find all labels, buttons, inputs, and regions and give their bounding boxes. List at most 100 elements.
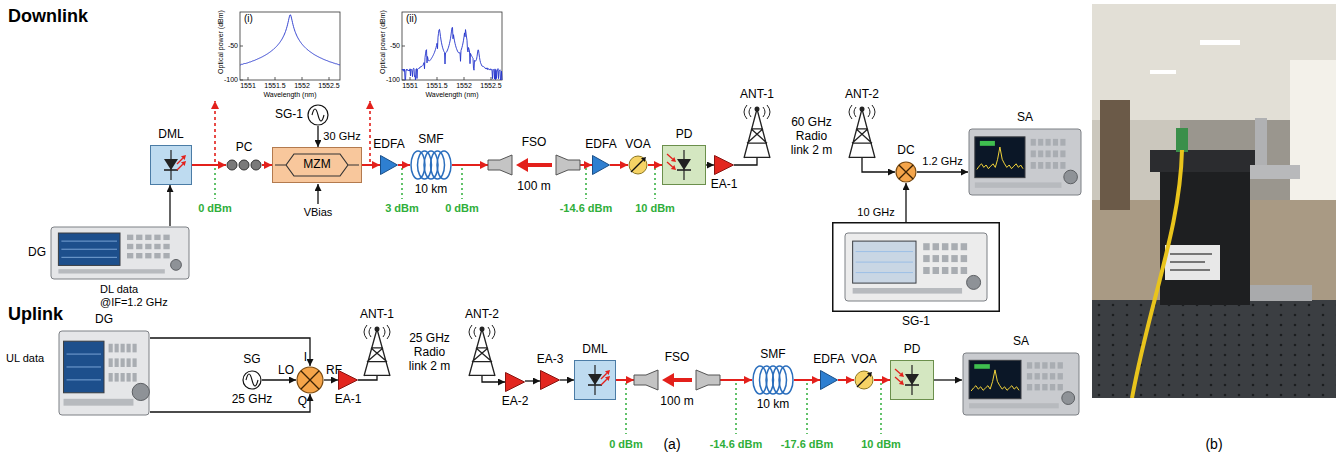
amplifier-triangle-symbol [592, 155, 610, 175]
amplifier-triangle: EA-2 [505, 372, 525, 392]
power-label: 3 dBm [385, 202, 419, 215]
laser-box-symbol [164, 159, 178, 170]
instrument-symbol [154, 244, 160, 249]
monitor-arrow [369, 101, 371, 162]
power-marker [654, 168, 656, 199]
photodiode-box-symbol [667, 162, 673, 167]
spectrum-inset [240, 15, 340, 65]
power-label: 0 dBm [445, 202, 479, 215]
lab-photo [1255, 118, 1267, 165]
amplifier-triangle-symbol [820, 370, 838, 390]
amplifier-triangle: EDFA [592, 155, 610, 175]
instrument-symbol [163, 235, 169, 240]
tick-label: -50 [390, 42, 400, 50]
instrument-symbol [61, 249, 117, 250]
component-label: SA [1013, 335, 1029, 349]
amplifier-triangle-symbol [505, 372, 525, 392]
instrument-symbol [969, 129, 1081, 195]
fiber-link [720, 379, 752, 381]
spectrum-inset [402, 12, 502, 80]
instrument-symbol [1038, 162, 1043, 169]
antenna-tower-symbol [849, 109, 875, 158]
fiber-coil: SMF10 km [752, 365, 794, 395]
laser-box-symbol [588, 374, 602, 385]
electrical-link [169, 185, 170, 226]
instrument-symbol [61, 241, 117, 242]
signal-generator: SG25 GHz [242, 370, 262, 390]
instrument-frame-symbol [833, 223, 1000, 312]
amplifier-triangle-symbol [540, 370, 560, 390]
antenna-tower: ANT-2 [845, 105, 879, 158]
tick-label: 1551 [240, 82, 256, 90]
instrument-symbol [1053, 162, 1058, 169]
polarization-controller-symbol [251, 160, 261, 170]
signal-generator: SG-1 [307, 104, 329, 126]
power-marker [806, 383, 808, 434]
fiber-link [648, 164, 662, 166]
iq-mixer-symbol [296, 366, 324, 394]
lab-photo [1176, 128, 1188, 152]
instrument-symbol [171, 259, 182, 270]
fso-link-symbol [672, 378, 692, 382]
mixer: DC [895, 161, 917, 183]
instrument-symbol [1031, 150, 1036, 157]
instrument: SA [968, 128, 1082, 196]
fiber-link [874, 379, 890, 381]
modulator-box-symbol [273, 148, 362, 183]
fso-link-symbol [556, 155, 580, 175]
instrument-symbol [1035, 373, 1040, 379]
lab-photo [1150, 70, 1176, 74]
antenna-tower: ANT-2 [465, 325, 499, 376]
instrument-symbol [145, 235, 151, 240]
instrument-symbol [127, 373, 131, 382]
instrument-symbol [163, 253, 169, 258]
component-label: EA-1 [711, 178, 738, 192]
electrical-link [862, 158, 895, 172]
laser-box-symbol [605, 376, 610, 381]
tick-label: 1551 [402, 82, 418, 90]
laser-box: DML [150, 145, 192, 185]
photodiode-box-symbol [899, 372, 904, 377]
photodiode-box: PD [890, 360, 934, 400]
instrument-symbol [154, 253, 160, 258]
instrument-symbol [163, 244, 169, 249]
laser-box-symbol [151, 146, 192, 185]
fso-link-symbol [696, 370, 720, 390]
attenuator: VOA [854, 370, 874, 390]
lab-photo [1092, 4, 1336, 398]
amplifier-triangle-symbol [821, 371, 838, 390]
fiber-coil-symbol [779, 366, 793, 394]
laser-box-symbol [575, 361, 616, 400]
antenna-tower-symbol [744, 109, 770, 158]
monitor-arrow [214, 101, 216, 162]
lab-photo [1250, 165, 1300, 179]
electrical-link [150, 338, 310, 366]
instrument-symbol [136, 244, 142, 249]
fiber-coil: SMF10 km [410, 150, 452, 180]
component-label: Q [298, 395, 307, 409]
component-label: MZM [303, 158, 330, 172]
antenna-tower: ANT-1 [740, 105, 774, 158]
instrument-symbol [1050, 373, 1055, 379]
instrument-symbol [121, 373, 125, 382]
photodiode-box-symbol [671, 165, 676, 170]
instrument-symbol [1058, 373, 1063, 379]
component-label: PC [236, 141, 253, 155]
tick-label: 1551.5 [264, 82, 285, 90]
instrument-symbol [154, 235, 160, 240]
instrument-frame-symbol [933, 243, 939, 250]
link-label: 25 GHz Radio link 2 m [408, 332, 451, 373]
component-label: SMF [760, 348, 785, 362]
instrument: DG [50, 226, 190, 280]
tick-label: 1551.5 [426, 82, 447, 90]
spectrum-inset [240, 12, 340, 80]
signal-generator-symbol [307, 104, 329, 126]
instrument-frame-symbol [942, 267, 948, 274]
antenna-tower-symbol [480, 327, 485, 332]
fso-link: FSO100 m [634, 368, 720, 392]
component-label: SA [1017, 111, 1033, 125]
photodiode-box-symbol [905, 374, 919, 385]
bias-arrow [318, 184, 319, 204]
bias-arrow [317, 184, 318, 204]
